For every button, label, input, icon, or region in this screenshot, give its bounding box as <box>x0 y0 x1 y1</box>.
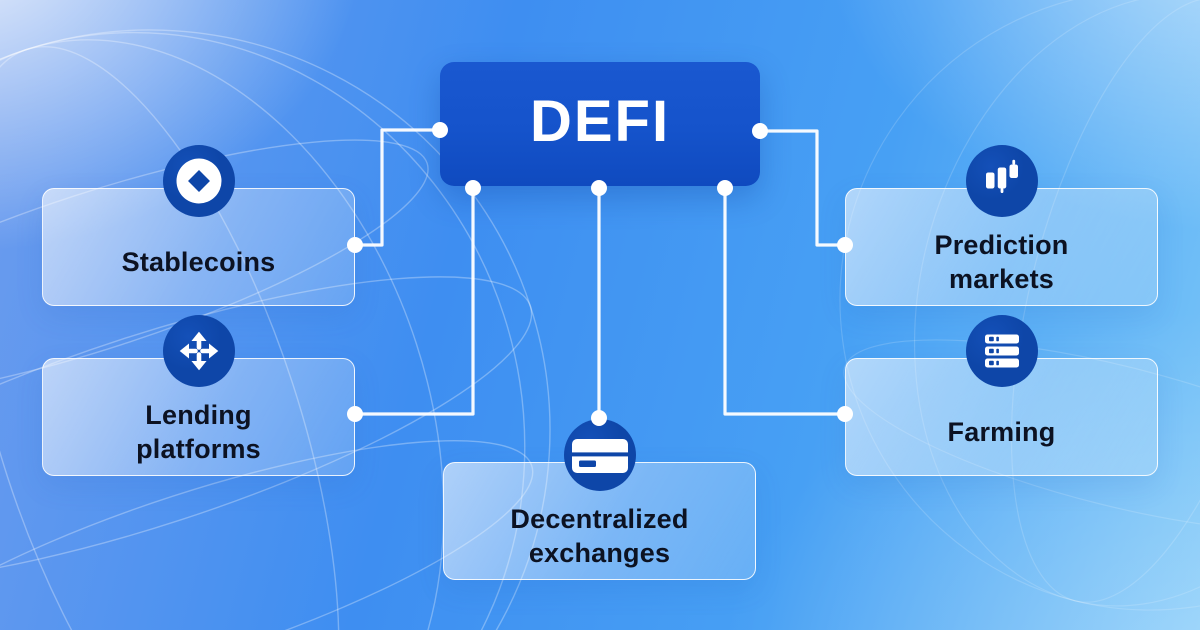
coin-icon <box>162 145 235 217</box>
edge-defi-stablecoins <box>352 128 442 247</box>
defi-root-node[interactable]: DEFI <box>440 62 760 186</box>
node-card-prediction-markets[interactable]: Prediction markets <box>845 145 1158 306</box>
node-card-lending-platforms[interactable]: Lending platforms <box>42 315 355 476</box>
node-card-decentralized-exchanges[interactable]: Decentralized exchanges <box>443 419 756 580</box>
node-card-farming[interactable]: Farming <box>845 315 1158 476</box>
candlestick-chart-icon <box>965 145 1038 217</box>
move-arrows-icon <box>162 315 235 387</box>
credit-card-icon <box>563 419 636 491</box>
defi-title: DEFI <box>529 89 671 154</box>
node-card-stablecoins[interactable]: Stablecoins <box>42 145 355 306</box>
node-label-decentralized-exchanges: Decentralized exchanges <box>510 503 689 568</box>
node-label-farming: Farming <box>947 416 1056 447</box>
server-stack-icon <box>965 315 1038 387</box>
node-label-lending-platforms: Lending platforms <box>136 399 261 464</box>
edge-defi-farming <box>723 184 848 416</box>
node-label-stablecoins: Stablecoins <box>121 246 276 277</box>
edge-defi-lending-platforms <box>352 184 475 416</box>
node-label-prediction-markets: Prediction markets <box>934 229 1069 294</box>
edge-defi-prediction-markets <box>758 129 848 247</box>
